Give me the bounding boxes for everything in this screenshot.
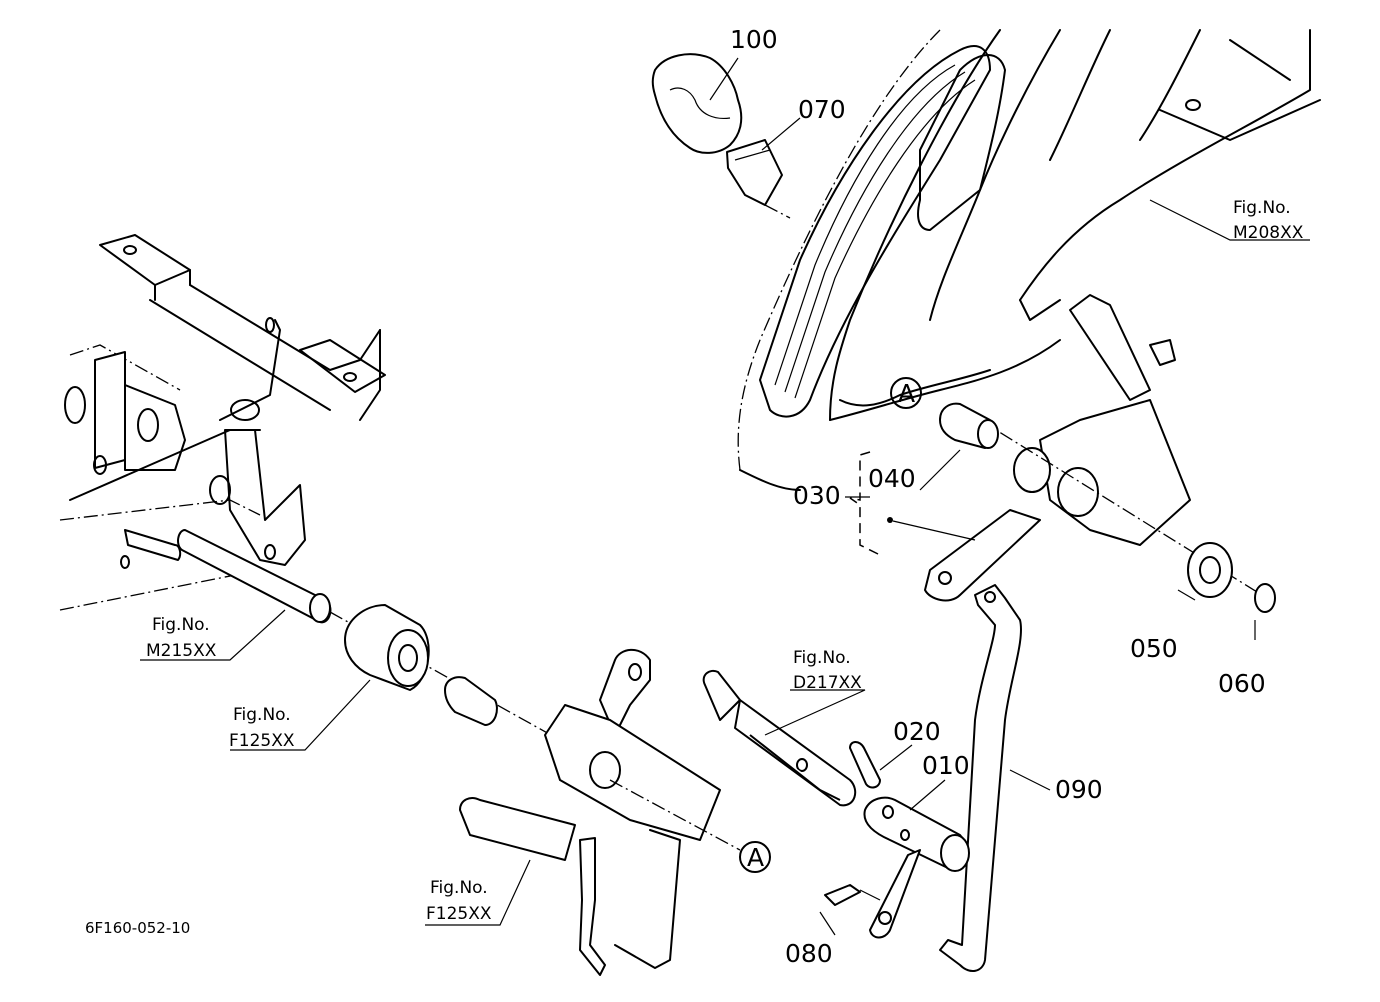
- fig-ref-d217-line1: Fig.No.: [793, 648, 851, 668]
- fig-ref-m208-line1: Fig.No.: [1233, 198, 1291, 218]
- pedal-pin-parts: [702, 669, 970, 939]
- fig-ref-m215-line1: Fig.No.: [152, 615, 210, 635]
- fig-ref-f125-lower-line1: Fig.No.: [430, 878, 488, 898]
- leader-lines: [140, 57, 1310, 936]
- bushing-small: [444, 676, 498, 726]
- spring-pin-020: [849, 741, 881, 789]
- part-number-090: 090: [1055, 775, 1103, 804]
- pedal-bracket: [459, 648, 771, 976]
- snap-ring-060: [1254, 583, 1276, 613]
- part-number-070: 070: [798, 95, 846, 124]
- fig-ref-f125-upper-line1: Fig.No.: [233, 705, 291, 725]
- washer-050: [1187, 542, 1233, 598]
- part-number-100: 100: [730, 25, 778, 54]
- part-number-040: 040: [868, 464, 916, 493]
- part-number-030: 030: [793, 481, 841, 510]
- marker-a-upper-text: A: [898, 379, 915, 408]
- fig-ref-m215-line2: M215XX: [146, 641, 217, 661]
- cotter-pin-080: [824, 884, 861, 906]
- part-labels: 100 070 040 030 050 060 020 010 090 080 …: [85, 25, 1304, 968]
- rod-090: [939, 584, 1022, 972]
- part-number-060: 060: [1218, 669, 1266, 698]
- frame-bracket: [59, 234, 386, 611]
- fender-housing: [651, 29, 1321, 491]
- marker-a-lower: [739, 841, 771, 873]
- clip-070: [726, 139, 783, 206]
- fig-ref-f125-lower-line2: F125XX: [426, 904, 492, 924]
- part-number-050: 050: [1130, 634, 1178, 663]
- drawing-code: 6F160-052-10: [85, 919, 190, 937]
- part-number-010: 010: [922, 751, 970, 780]
- marker-a-upper: [890, 377, 922, 409]
- lever-assembly-030: [849, 294, 1276, 613]
- part-number-020: 020: [893, 717, 941, 746]
- pivot-pin-parts: [124, 529, 561, 741]
- fig-ref-d217-line2: D217XX: [793, 673, 862, 693]
- fig-ref-f125-upper-line2: F125XX: [229, 731, 295, 751]
- marker-a-lower-text: A: [747, 843, 764, 872]
- part-number-080: 080: [785, 939, 833, 968]
- pivot-pin: [124, 529, 182, 561]
- fig-ref-m208-line2: M208XX: [1233, 223, 1304, 243]
